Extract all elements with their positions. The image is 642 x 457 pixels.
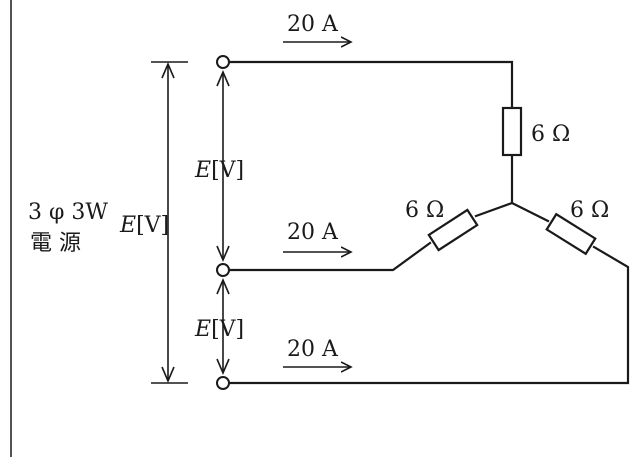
- resistor-label-right: 6 Ω: [570, 198, 609, 223]
- voltage-label-23: E[V]: [194, 317, 244, 342]
- line1-wire: [228, 60, 514, 110]
- voltage-arrow-13-head-bottom: [161, 366, 175, 384]
- source-type-label: 3 φ 3W: [28, 200, 108, 225]
- resistor-label-left: 6 Ω: [405, 198, 444, 223]
- voltage-arrow-13-head-top: [161, 61, 175, 79]
- voltage-arrow-23-head-top: [216, 277, 230, 295]
- voltage-unit-13: [V]: [136, 213, 169, 238]
- source-name-label: 電 源: [30, 231, 81, 256]
- current-label-line3: 20 A: [287, 337, 339, 362]
- voltage-symbol-23: E: [194, 317, 211, 342]
- current-label-line2: 20 A: [287, 220, 339, 245]
- line3-wire: [228, 245, 630, 385]
- voltage-arrow-23-head-bottom: [216, 358, 230, 376]
- voltage-unit-23: [V]: [211, 317, 244, 342]
- voltage-symbol-13: E: [119, 213, 136, 238]
- resistor-right: [545, 212, 597, 256]
- right-resistor-to-neutral: [510, 201, 550, 223]
- voltage-symbol-12: E: [194, 158, 211, 183]
- current-label-line1: 20 A: [287, 12, 339, 37]
- voltage-arrow-12-head-bottom: [216, 245, 230, 263]
- resistor-left: [427, 208, 479, 252]
- resistor-top: [501, 106, 523, 157]
- terminal-line3: [216, 376, 230, 390]
- left-resistor-to-neutral: [474, 201, 514, 218]
- voltage-unit-12: [V]: [211, 158, 244, 183]
- terminal-line2: [216, 263, 230, 277]
- voltage-arrow-12-head-top: [216, 69, 230, 87]
- voltage-label-13: E[V]: [119, 213, 169, 238]
- voltage-label-12: E[V]: [194, 158, 244, 183]
- terminal-line1: [216, 55, 230, 69]
- line2-wire: [228, 241, 432, 272]
- resistor-label-top: 6 Ω: [531, 122, 570, 147]
